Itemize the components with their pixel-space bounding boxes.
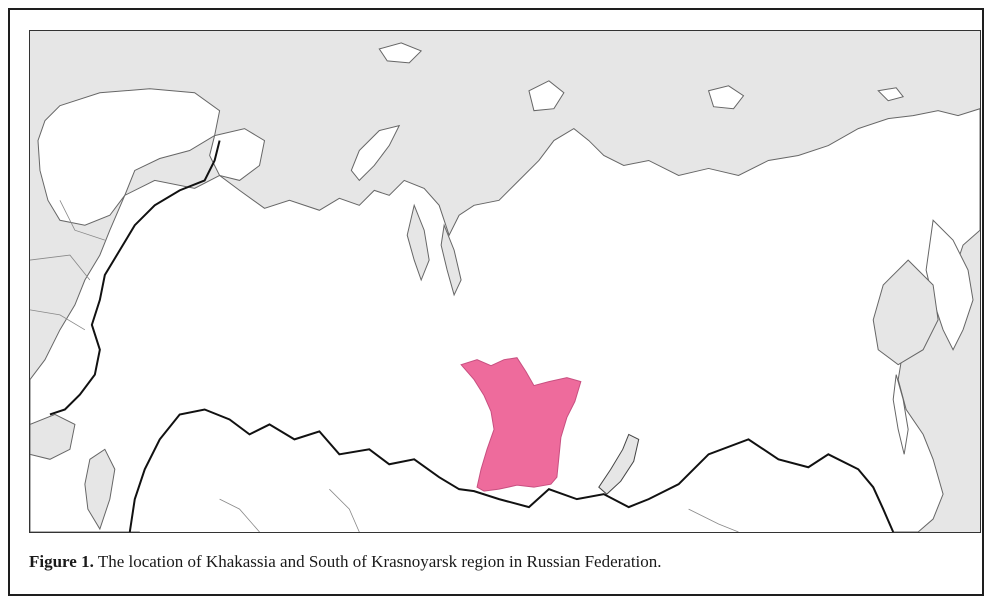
- highlight-region-khakassia-krasnoyarsk: [460, 357, 582, 492]
- russia-western-border: [49, 140, 221, 416]
- kola-peninsula: [209, 128, 266, 181]
- figure-caption: Figure 1. The location of Khakassia and …: [29, 551, 979, 573]
- sea-of-okhotsk: [872, 259, 939, 366]
- sakhalin: [892, 374, 909, 455]
- figure-label: Figure 1.: [29, 552, 94, 571]
- franz-josef-land: [378, 42, 423, 64]
- caspian-sea: [84, 448, 116, 531]
- new-siberian-islands: [707, 85, 745, 110]
- russia-southern-border: [128, 408, 895, 532]
- scandinavia-landmass: [37, 88, 221, 226]
- severnaya-zemlya: [528, 80, 565, 112]
- southern-foreign-territory: [139, 409, 894, 532]
- gulf-of-ob: [440, 223, 462, 297]
- novaya-zemlya: [350, 124, 401, 182]
- internal-borders: [30, 200, 739, 532]
- figure-frame: Figure 1. The location of Khakassia and …: [8, 8, 984, 596]
- russia-map: [30, 31, 980, 532]
- lake-baikal: [598, 433, 640, 495]
- map-panel: [29, 30, 981, 533]
- wrangel-island: [877, 87, 905, 102]
- figure-caption-text: The location of Khakassia and South of K…: [97, 552, 662, 571]
- black-sea: [30, 413, 76, 460]
- yamal-peninsula: [406, 203, 430, 282]
